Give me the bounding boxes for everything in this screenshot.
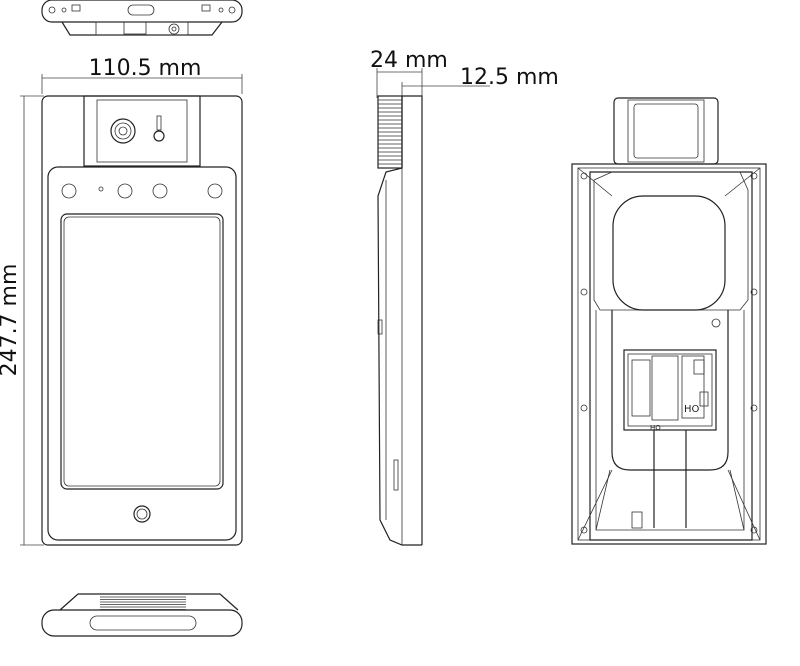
- back-view: HO HO: [571, 97, 767, 545]
- width-label: 110.5 mm: [89, 56, 202, 81]
- top-view: [41, 0, 243, 36]
- depth-total-label: 24 mm: [370, 48, 448, 73]
- height-label: 247.7 mm: [0, 264, 22, 377]
- front-view: [20, 74, 243, 546]
- side-view: [376, 68, 490, 546]
- svg-text:HO: HO: [650, 424, 661, 432]
- bottom-view: [41, 593, 243, 637]
- depth-body-label: 12.5 mm: [460, 65, 559, 90]
- svg-text:HO: HO: [684, 404, 700, 415]
